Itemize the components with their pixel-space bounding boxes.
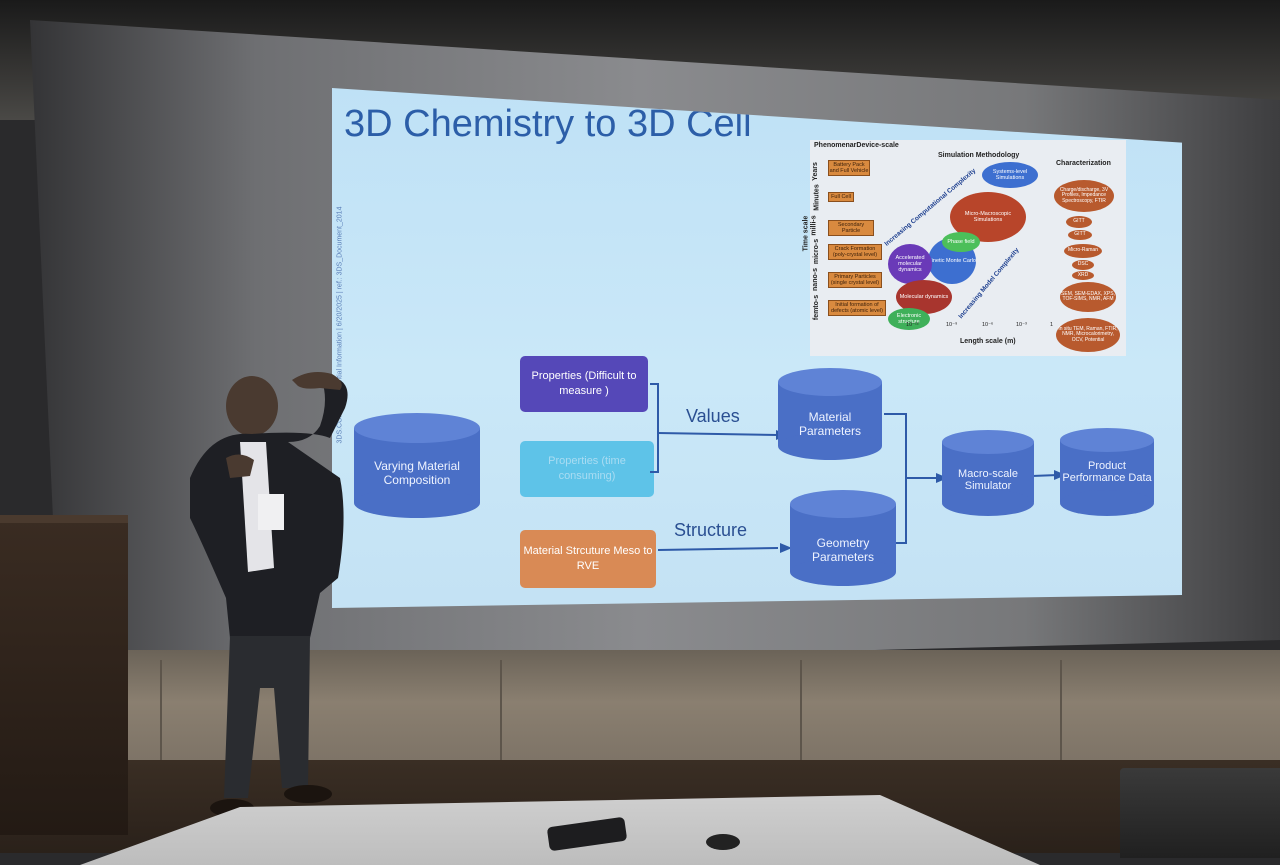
char-bubble: GITT <box>1066 216 1092 228</box>
char-bubble: SEM, SEM-EDAX, XPS, TOF-SIMS, NMR, AFM <box>1060 282 1116 312</box>
podium-top <box>0 515 128 523</box>
multiscale-chart: PhenomenarDevice-scale Simulation Method… <box>802 140 1126 356</box>
wall-panel-seam <box>800 660 802 770</box>
sim-bubble: Phase field <box>942 232 980 252</box>
product-data-label: Product Performance Data <box>1062 460 1152 484</box>
slide: 3D Chemistry to 3D Cell 3DS.COM | Confid… <box>332 88 1182 608</box>
structure-label: Structure <box>674 520 748 540</box>
length-tick: 10⁻³ <box>1016 322 1027 328</box>
properties-difficult-box: Properties (Difficult to measure ) <box>520 356 648 412</box>
macro-simulator-cylinder: Macro-scale Simulator <box>942 430 1034 516</box>
phenomenon-box: Crack Formation (poly-crystal level) <box>828 244 882 260</box>
length-tick: 10⁻⁶ <box>982 322 994 328</box>
stage-wall <box>0 650 1280 780</box>
flow-connectors <box>650 383 1066 553</box>
geometry-parameters-label: Geometry Parameters <box>811 536 875 564</box>
geometry-parameters-cylinder: Geometry Parameters <box>790 490 896 586</box>
material-parameters-cylinder: Material Parameters <box>778 368 882 460</box>
remote-puck <box>706 834 740 850</box>
macro-simulator-label: Macro-scale Simulator <box>958 468 1018 492</box>
char-bubble: In situ TEM, Raman, FTIR, NMR, Microcalo… <box>1056 318 1120 352</box>
char-bubble: GITT <box>1068 230 1092 240</box>
podium <box>0 515 128 835</box>
wall-panel-seam <box>500 660 502 770</box>
char-bubble: Charge/discharge, 3V Profiles, Impedance… <box>1054 180 1114 212</box>
sim-bubble: Systems-level Simulations <box>982 162 1038 188</box>
chart-header: PhenomenarDevice-scale <box>814 142 899 149</box>
wall-panel-seam <box>160 660 162 770</box>
sim-bubble: Electronic structure <box>888 308 930 330</box>
length-axis-label: Length scale (m) <box>960 338 1016 345</box>
char-bubble: XRD <box>1072 271 1094 280</box>
material-structure-box: Material Strcuture Meso to RVE <box>520 530 656 588</box>
side-table <box>1120 768 1280 858</box>
properties-time-box: Properties (time consuming) <box>520 441 654 497</box>
varying-material-label: Varying Material Composition <box>374 459 460 487</box>
char-bubble: Micro-Raman <box>1064 244 1102 258</box>
phenomenon-box: Initial formation of defects (atomic lev… <box>828 300 886 316</box>
length-tick: 10⁻⁹ <box>946 322 958 328</box>
char-bubble: DSC <box>1072 260 1094 270</box>
phenomenon-box: Secondary Particle <box>828 220 874 236</box>
length-tick: 10⁻¹² <box>906 322 919 328</box>
wall-panel-seam <box>1060 660 1062 770</box>
material-parameters-label: Material Parameters <box>798 410 862 438</box>
varying-material-cylinder: Varying Material Composition <box>354 413 480 518</box>
product-data-cylinder: Product Performance Data <box>1060 428 1154 516</box>
chart-header: Characterization <box>1056 160 1111 167</box>
sim-bubble: Accelerated molecular dynamics <box>888 244 932 284</box>
chart-header: Simulation Methodology <box>938 152 1020 159</box>
presenter <box>190 372 348 817</box>
phenomenon-box: Full Cell <box>828 192 854 202</box>
values-label: Values <box>686 406 740 426</box>
phenomenon-box: Primary Particles (single crystal level) <box>828 272 882 288</box>
length-tick: 1 <box>1050 322 1054 328</box>
phenomenon-box: Battery Pack and Full Vehicle <box>828 160 870 176</box>
